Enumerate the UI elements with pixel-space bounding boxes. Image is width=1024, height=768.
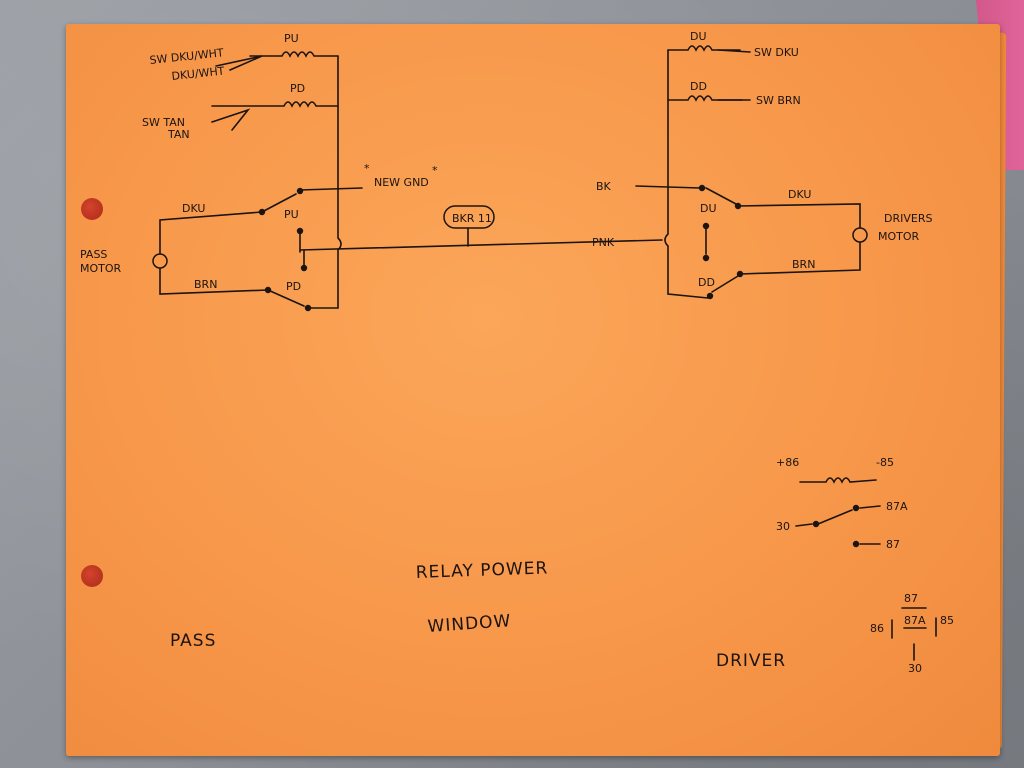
relay-switch-arm bbox=[817, 509, 853, 525]
asterisk-label: * bbox=[432, 164, 438, 177]
dku-driver-label: DKU bbox=[788, 188, 811, 201]
tan-label: TAN bbox=[167, 128, 190, 141]
dd-switch-arm bbox=[711, 275, 739, 293]
sw-brn-label: SW BRN bbox=[756, 94, 801, 107]
dku-wht-label: DKU/WHT bbox=[171, 64, 225, 82]
du-coil-icon bbox=[667, 45, 741, 52]
relay-86-label: +86 bbox=[776, 456, 799, 469]
relay-power-label: RELAY POWER bbox=[415, 558, 548, 583]
driver-motor-brn-wire bbox=[739, 241, 861, 275]
driver-bottom-label: DRIVER bbox=[716, 651, 786, 671]
pd-switch-arm bbox=[267, 289, 305, 307]
pass-motor-brn-wire bbox=[159, 267, 269, 295]
pu-switch-nc-node bbox=[296, 187, 304, 195]
window-label: WINDOW bbox=[427, 611, 512, 637]
du-switch-label: DU bbox=[700, 202, 717, 215]
bk-wire bbox=[635, 185, 701, 189]
dd-switch-no-node bbox=[702, 254, 710, 262]
pd-switch-nc-node bbox=[304, 304, 312, 312]
asterisk-label: * bbox=[364, 162, 370, 175]
relay-30-wire bbox=[795, 523, 813, 527]
driver-motor-dku-wire bbox=[737, 203, 861, 229]
pd-switch-label: PD bbox=[286, 280, 301, 293]
drivers-motor-label: DRIVERS bbox=[884, 212, 932, 225]
breaker-icon bbox=[443, 205, 495, 229]
relay-87-node bbox=[852, 540, 860, 548]
pass-motor-label: PASS bbox=[80, 248, 107, 261]
pnk-feed-wire bbox=[299, 239, 663, 251]
drivers-motor-label: MOTOR bbox=[878, 230, 920, 243]
pin-87a-label: 87A bbox=[904, 614, 926, 627]
pin-30-label: 30 bbox=[908, 662, 922, 675]
punch-hole bbox=[81, 198, 103, 220]
new-gnd-wire bbox=[299, 187, 363, 191]
pnk-label: PNK bbox=[592, 236, 615, 249]
dd-switch-label: DD bbox=[698, 276, 715, 289]
brn-pass-label: BRN bbox=[194, 278, 217, 291]
pd-top-label: PD bbox=[290, 82, 305, 95]
pu-switch-arm bbox=[261, 193, 297, 213]
orange-paper-sheet bbox=[66, 24, 1000, 756]
relay-87a-label: 87A bbox=[886, 500, 908, 513]
driver-ground-bus bbox=[664, 49, 709, 299]
pd-coil-icon bbox=[211, 101, 339, 108]
pu-switch-wire bbox=[215, 55, 263, 71]
sw-dku-label: SW DKU bbox=[754, 46, 799, 59]
pu-top-label: PU bbox=[284, 32, 299, 45]
relay-87-label: 87 bbox=[886, 538, 900, 551]
new-gnd-label: NEW GND bbox=[374, 176, 429, 189]
pass-bottom-label: PASS bbox=[170, 631, 216, 651]
pd-switch-wire bbox=[211, 108, 251, 131]
sw-tan-label: SW TAN bbox=[142, 116, 185, 129]
sw-dku-lead bbox=[717, 49, 751, 53]
pass-motor-label: MOTOR bbox=[80, 262, 122, 275]
du-top-label: DU bbox=[690, 30, 707, 43]
dd-coil-icon bbox=[667, 95, 743, 102]
bkr-label: BKR 11 bbox=[452, 212, 492, 225]
relay-85-label: -85 bbox=[876, 456, 894, 469]
pu-coil-icon bbox=[249, 51, 339, 58]
bk-label: BK bbox=[596, 180, 612, 193]
sw-dku-wht-label: SW DKU/WHT bbox=[149, 46, 225, 67]
relay-30-label: 30 bbox=[776, 520, 790, 533]
punch-hole bbox=[81, 565, 103, 587]
pu-switch-label: PU bbox=[284, 208, 299, 221]
dd-switch-nc-node bbox=[706, 292, 714, 300]
pin-86-label: 86 bbox=[870, 622, 884, 635]
driver-motor-icon bbox=[852, 227, 868, 243]
pass-motor-dku-wire bbox=[159, 211, 263, 255]
du-switch-arm bbox=[705, 187, 737, 205]
pin-85-label: 85 bbox=[940, 614, 954, 627]
dd-top-label: DD bbox=[690, 80, 707, 93]
pass-ground-bus bbox=[309, 55, 342, 309]
relay-30-node bbox=[812, 520, 820, 528]
du-switch-nc-node bbox=[698, 184, 706, 192]
relay-87a-node bbox=[852, 504, 860, 512]
relay-87a-wire bbox=[859, 505, 881, 509]
dku-pass-label: DKU bbox=[182, 202, 205, 215]
pass-motor-icon bbox=[152, 253, 168, 269]
relay-coil-icon bbox=[799, 477, 877, 484]
pin-87-label: 87 bbox=[904, 592, 918, 605]
brn-driver-label: BRN bbox=[792, 258, 815, 271]
